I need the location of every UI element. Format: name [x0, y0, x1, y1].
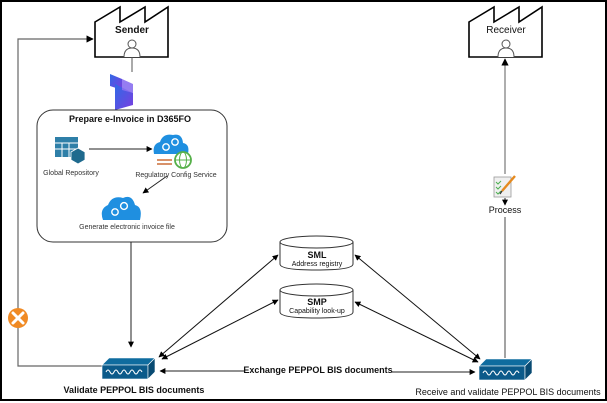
config-to-generate-arrow — [142, 175, 168, 194]
generate-file-cloud-icon — [101, 196, 141, 220]
prepare-group-title: Prepare e-Invoice in D365FO — [68, 114, 192, 124]
global-repository-label: Global Repository — [43, 170, 99, 177]
sml-subtitle: Address registry — [291, 261, 343, 268]
global-repository-icon — [55, 137, 86, 165]
process-label: Process — [488, 205, 522, 215]
receive-smp-arrow — [354, 301, 479, 363]
generate-file-label: Generate electronic invoice file — [79, 224, 175, 231]
error-x-icon — [8, 308, 28, 328]
dynamics-365-logo — [110, 74, 133, 110]
validate-smp-arrow — [161, 299, 279, 360]
sml-title: SML — [307, 250, 327, 260]
receiver-label: Receiver — [486, 25, 526, 36]
receiver-factory-icon — [468, 5, 543, 58]
sender-factory-icon — [94, 5, 169, 58]
sml-database-icon — [279, 235, 354, 271]
process-checklist-icon — [493, 175, 516, 198]
receive-sml-arrow — [354, 254, 481, 360]
exchange-label: Exchange PEPPOL BIS documents — [243, 365, 393, 375]
regulatory-config-service-label: Regulatory Config Service — [135, 172, 217, 179]
smp-title: SMP — [307, 297, 327, 307]
validate-ap-label: Validate PEPPOL BIS documents — [63, 385, 205, 395]
smp-subtitle: Capability look-up — [289, 308, 345, 315]
receive-ap-label: Receive and validate PEPPOL BIS document… — [415, 387, 601, 397]
regulatory-config-service-icon — [153, 134, 192, 169]
reject-feedback-arrow — [17, 35, 102, 367]
receive-access-point-icon — [478, 358, 533, 381]
smp-database-icon — [279, 283, 354, 319]
validate-sml-arrow — [158, 254, 279, 358]
sender-label: Sender — [115, 25, 149, 36]
validate-access-point-icon — [101, 357, 156, 380]
